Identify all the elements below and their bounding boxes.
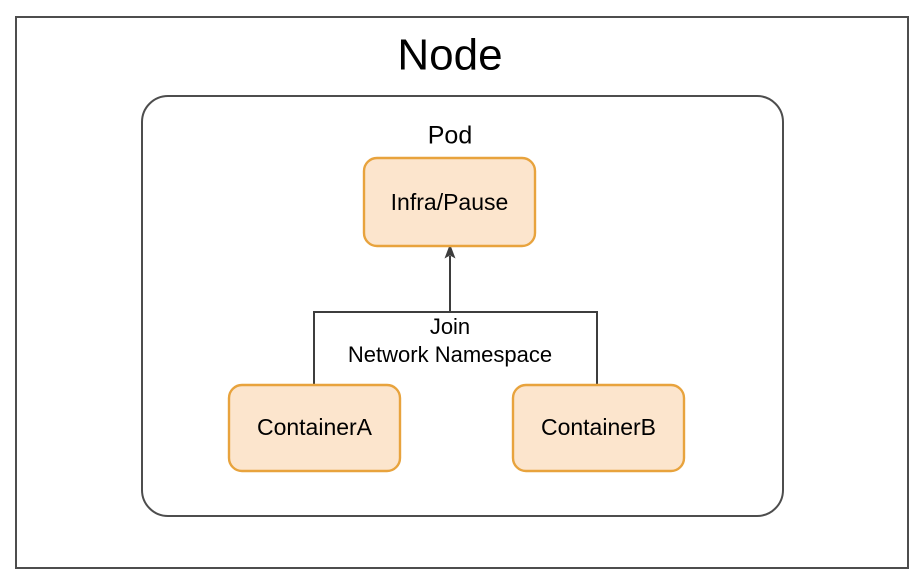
node-container-b-box[interactable] [511, 383, 686, 473]
edge-label-line-1: Join [430, 314, 470, 339]
connector-container-bus [313, 311, 598, 386]
edge-label-line-2: Network Namespace [348, 342, 552, 367]
node-container-a-label: ContainerA [257, 414, 373, 440]
node-container-b-label: ContainerB [541, 414, 656, 440]
node-infra-pause-label: Infra/Pause [391, 189, 509, 215]
connector-arrowhead-icon [444, 244, 456, 259]
group-node-label: Node [397, 31, 502, 80]
group-pod-label: Pod [428, 122, 472, 150]
node-container-a-box[interactable] [227, 383, 402, 473]
node-infra-pause-box[interactable] [362, 156, 537, 248]
